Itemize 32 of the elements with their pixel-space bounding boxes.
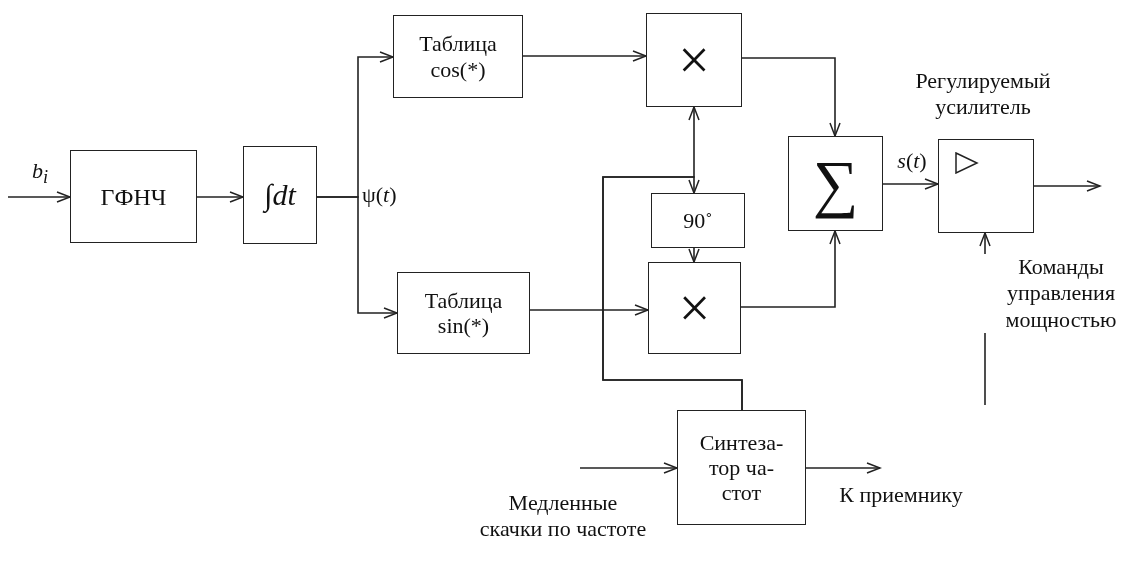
arrow bbox=[196, 191, 244, 203]
multiplier-block bbox=[646, 13, 742, 107]
block-label: ГФНЧ bbox=[100, 184, 167, 209]
arrow bbox=[529, 304, 649, 316]
arrow bbox=[740, 230, 841, 308]
arrow bbox=[579, 462, 678, 474]
lookup-table-block bbox=[397, 272, 530, 354]
arrow bbox=[741, 57, 841, 137]
block-label: × bbox=[678, 32, 710, 88]
block-label: Таблица sin(*) bbox=[423, 287, 504, 339]
arrow bbox=[1033, 180, 1101, 192]
lookup-table-block bbox=[393, 15, 523, 98]
edge-label: s(t) bbox=[896, 148, 928, 175]
arrow bbox=[522, 50, 647, 62]
arrow bbox=[316, 196, 398, 319]
amplifier-block bbox=[938, 139, 1034, 233]
integrator-block bbox=[243, 146, 317, 244]
block-label: Синтеза- тор ча- стот bbox=[698, 429, 785, 506]
arrow bbox=[688, 247, 700, 263]
block-label: 90˚ bbox=[683, 209, 713, 232]
summer-block bbox=[788, 136, 883, 231]
edge-label: b$_{i}$ bbox=[30, 158, 50, 190]
arrow bbox=[7, 191, 71, 203]
filter-block bbox=[70, 150, 197, 243]
phase-shift-block bbox=[651, 193, 745, 248]
multiplier-block bbox=[648, 262, 741, 354]
synthesizer-block bbox=[677, 410, 806, 525]
block-label: Таблица cos(*) bbox=[418, 31, 498, 82]
block-label: × bbox=[678, 280, 711, 336]
arrow bbox=[602, 176, 743, 411]
arrow bbox=[805, 462, 881, 474]
arrow bbox=[882, 178, 939, 190]
